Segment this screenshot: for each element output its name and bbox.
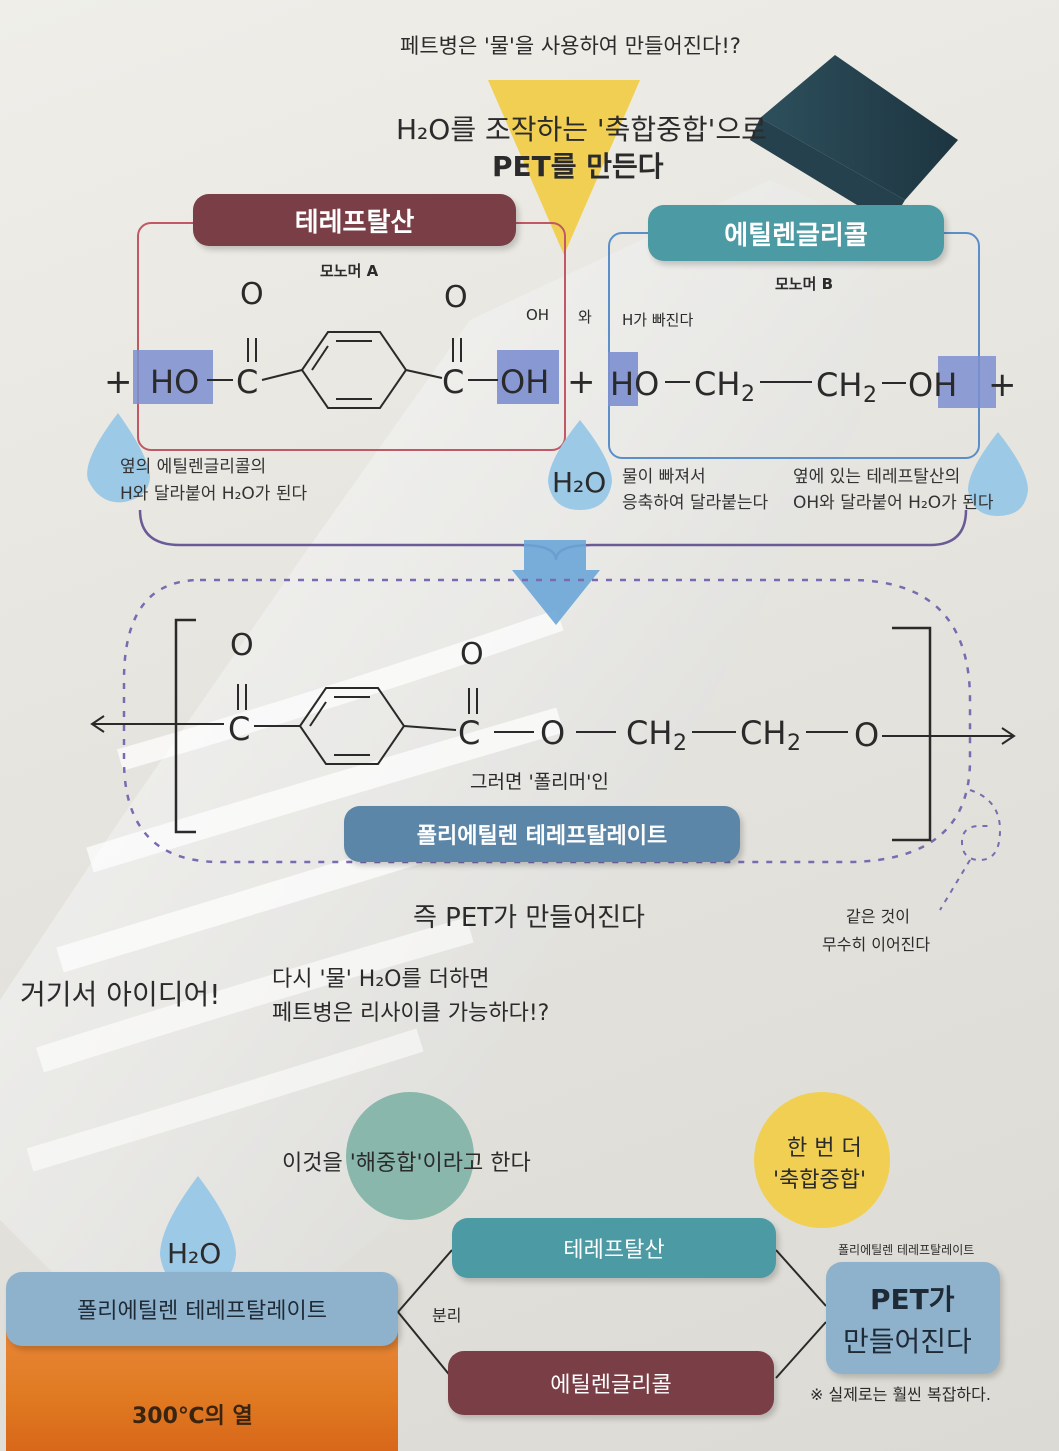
header-line-2: PET를 만든다 — [492, 150, 664, 183]
svg-text:C: C — [228, 710, 250, 748]
terephthalic-acid-label: 테레프탈산 — [193, 194, 516, 246]
svg-text:2: 2 — [741, 382, 755, 407]
recycle-water: H₂O — [167, 1237, 222, 1270]
svg-text:OH: OH — [500, 363, 549, 401]
note-right-2: OH와 달라붙어 H₂O가 된다 — [793, 493, 994, 513]
svg-text:C: C — [458, 714, 480, 752]
oh-removed-label: OH — [526, 306, 550, 324]
pet-small-label: 폴리에틸렌 테레프탈레이트 — [838, 1243, 975, 1257]
hydrolysis-circle — [346, 1092, 474, 1220]
svg-text:O: O — [444, 280, 468, 315]
svg-text:HO: HO — [610, 365, 659, 403]
svg-text:CH: CH — [694, 365, 740, 403]
header-question: 페트병은 '물'을 사용하여 만들어진다!? — [400, 34, 741, 58]
svg-text:O: O — [230, 628, 254, 663]
product-b-label: 에틸렌글리콜 — [448, 1351, 774, 1415]
svg-text:HO: HO — [150, 363, 199, 401]
svg-text:OH: OH — [908, 366, 957, 404]
svg-text:O: O — [460, 637, 484, 672]
svg-text:+: + — [104, 362, 133, 402]
svg-text:O: O — [854, 716, 879, 754]
oh-highlight-right — [938, 356, 996, 408]
idea-line-1: 다시 '물' H₂O를 더하면 — [272, 967, 490, 992]
polymer-caption: 그러면 '폴리머'인 — [470, 771, 609, 793]
heat-label: 300℃의 열 — [132, 1404, 253, 1429]
header-line-1: H₂O를 조작하는 '축합중합'으로 — [396, 113, 767, 146]
repeat-note-2: 무수히 이어진다 — [822, 935, 931, 954]
monomer-b-caption: 모노머 B — [775, 275, 834, 293]
hydrolysis-label: 이것을 '해중합'이라고 한다 — [282, 1151, 531, 1176]
pet-result-box — [826, 1262, 1000, 1374]
svg-text:+: + — [567, 362, 596, 402]
svg-text:C: C — [442, 363, 464, 401]
idea-line-2: 페트병은 리사이클 가능하다!? — [272, 1001, 550, 1026]
product-a-label: 테레프탈산 — [452, 1218, 776, 1278]
svg-text:+: + — [988, 365, 1017, 405]
pet-result-line-1: PET가 — [870, 1283, 955, 1316]
svg-text:CH: CH — [740, 714, 786, 752]
svg-text:2: 2 — [863, 383, 877, 408]
ho-highlight-left — [133, 350, 213, 404]
svg-text:CH: CH — [626, 714, 672, 752]
pet-result-line-2: 만들어진다 — [843, 1325, 972, 1358]
input-pet-label: 폴리에틸렌 테레프탈레이트 — [6, 1272, 398, 1346]
note-mid-2: 응축하여 달라붙는다 — [622, 493, 769, 513]
note-mid-1: 물이 빠져서 — [622, 467, 706, 487]
note-left-2: H와 달라붙어 H₂O가 된다 — [120, 484, 308, 504]
again-line-2: '축합중합' — [773, 1168, 867, 1193]
svg-text:CH: CH — [816, 366, 862, 404]
svg-text:O: O — [240, 277, 264, 312]
water-mid: H₂O — [552, 466, 607, 499]
ho-highlight-mid — [608, 352, 638, 406]
repeat-note-1: 같은 것이 — [846, 907, 910, 926]
footnote: ※ 실제로는 훨씬 복잡하다. — [810, 1385, 991, 1404]
ethylene-glycol-label: 에틸렌글리콜 — [648, 205, 944, 261]
pet-name-label: 폴리에틸렌 테레프탈레이트 — [344, 806, 740, 862]
monomer-a-caption: 모노머 A — [320, 262, 379, 280]
split-label: 분리 — [432, 1306, 462, 1325]
and-label: 와 — [578, 308, 592, 326]
note-left-1: 옆의 에틸렌글리콜의 — [120, 457, 267, 477]
again-line-1: 한 번 더 — [787, 1136, 862, 1161]
svg-text:2: 2 — [787, 731, 801, 756]
h-removed-label: H가 빠진다 — [622, 311, 694, 329]
svg-text:O: O — [540, 714, 565, 752]
pet-result: 즉 PET가 만들어진다 — [413, 903, 645, 933]
svg-text:2: 2 — [673, 731, 687, 756]
note-right-1: 옆에 있는 테레프탈산의 — [793, 467, 961, 487]
idea-headline: 거기서 아이디어! — [20, 978, 221, 1011]
again-circle — [754, 1092, 890, 1228]
oh-highlight — [497, 350, 559, 404]
svg-text:C: C — [236, 363, 258, 401]
